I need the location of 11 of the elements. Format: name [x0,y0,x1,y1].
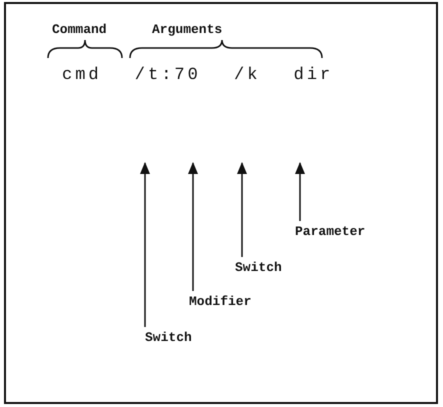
part-label: Switch [235,260,282,276]
leader-arrow [188,162,198,291]
heading-label: Command [52,22,107,38]
leader-arrow [295,162,305,221]
heading-label: Arguments [152,22,222,38]
leader-arrow [237,162,247,257]
command-line-text: cmd /t:70 /k dir [62,66,334,86]
part-label: Parameter [295,224,366,240]
part-label: Switch [145,330,192,346]
leader-arrow [140,162,150,327]
part-label: Modifier [189,294,252,310]
